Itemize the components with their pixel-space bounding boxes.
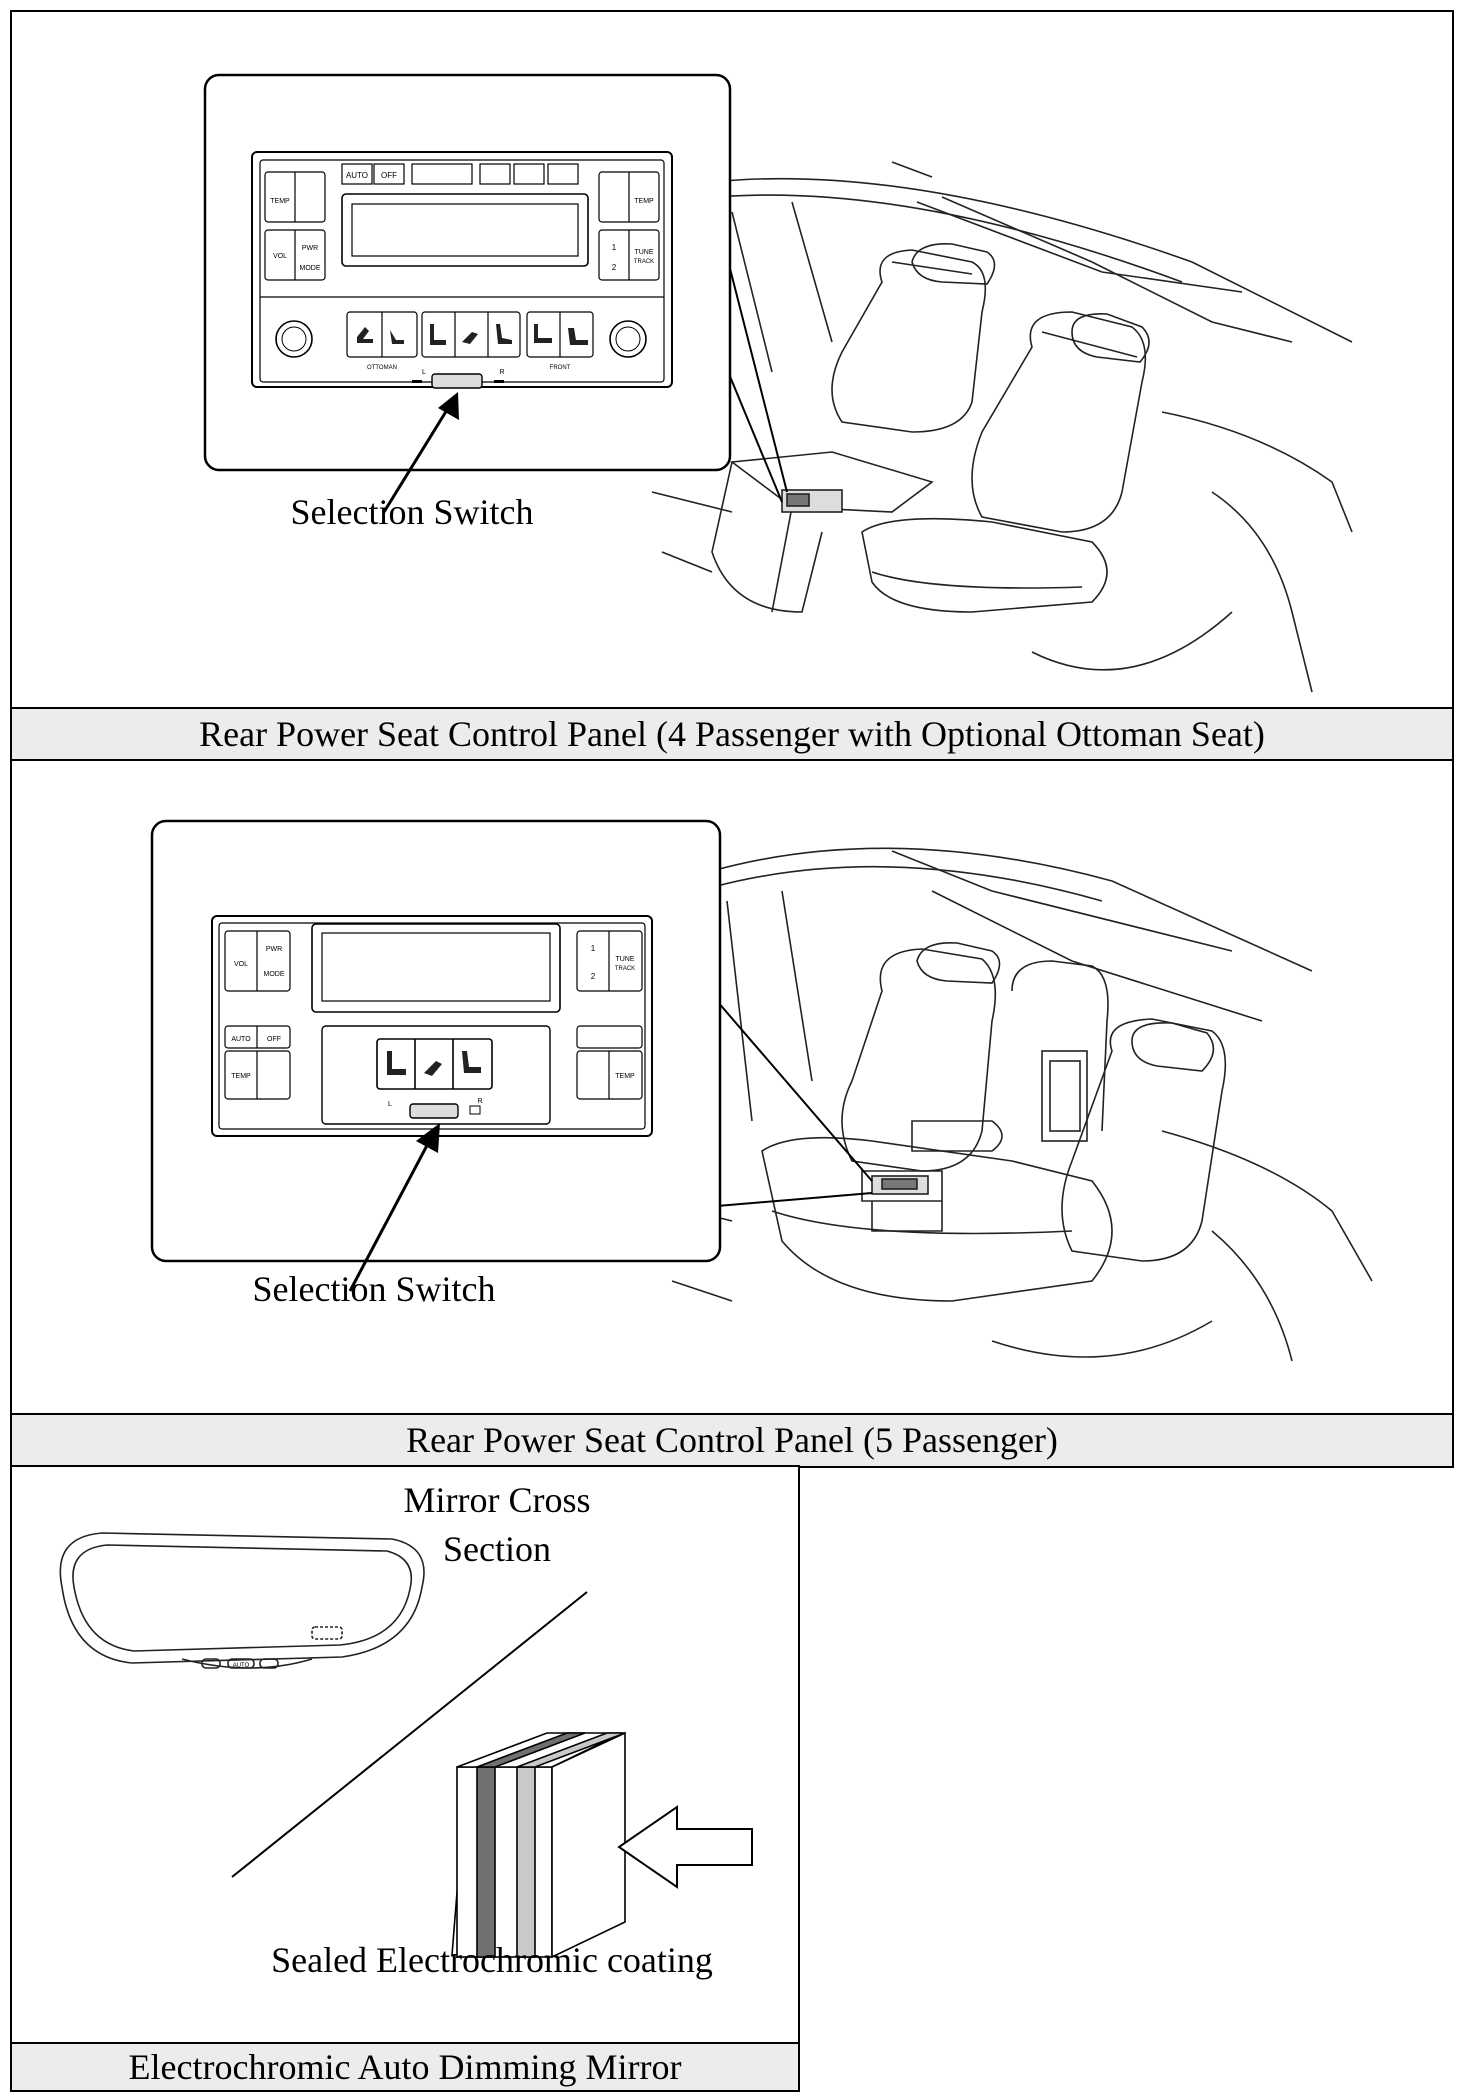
coating-label: Sealed Electrochromic coating (271, 1940, 713, 1980)
tune-label: TUNE (634, 249, 653, 256)
selection-r-label-2: R (477, 1098, 482, 1105)
disc-2-label-2: 2 (591, 972, 596, 981)
temp-left-label-2: TEMP (231, 1073, 251, 1080)
arrow-head-1 (438, 392, 459, 420)
mirror-auto-button[interactable] (227, 1658, 255, 1669)
auto-label-2: AUTO (231, 1036, 251, 1043)
car-interior-drawing-2 (651, 847, 1373, 1362)
off-button-label: OFF (381, 171, 397, 180)
rear-control-panel-2: VOL PWR MODE 1 2 TUNE TRACK AUTO OFF TEM… (211, 915, 653, 1137)
rear-control-panel-1: AUTO OFF TEMP TEMP VOL PWR MODE 1 2 TUNE… (251, 151, 673, 389)
panel-mirror: AUTO Mirror Cross Section Sealed Electro… (10, 1465, 800, 2045)
selection-switch-1[interactable] (431, 373, 483, 389)
ottoman-label: OTTOMAN (367, 365, 397, 371)
pwr-label-2: PWR (266, 946, 282, 953)
disc-1-label: 1 (612, 243, 617, 252)
arrow-head-2 (416, 1123, 440, 1153)
selection-switch-label-1: Selection Switch (291, 492, 534, 532)
vol-label-2: VOL (234, 961, 248, 968)
panel-5-passenger-illustration: VOL PWR MODE 1 2 TUNE TRACK AUTO OFF TEM… (150, 819, 1373, 1362)
auto-button-label: AUTO (346, 171, 368, 180)
selection-l-label-2: L (388, 1101, 392, 1108)
track-label: TRACK (634, 259, 654, 265)
panel-5-passenger: VOL PWR MODE 1 2 TUNE TRACK AUTO OFF TEM… (10, 759, 1454, 1416)
temp-right-label-2: TEMP (615, 1073, 635, 1080)
temp-right-label: TEMP (634, 198, 654, 205)
caption-4-passenger: Rear Power Seat Control Panel (4 Passeng… (10, 707, 1454, 762)
pwr-label: PWR (302, 245, 318, 252)
mirror-cross-section-label-1: Mirror Cross (404, 1480, 591, 1520)
off-label-2: OFF (267, 1036, 281, 1043)
tune-label-2: TUNE (615, 956, 634, 963)
mirror-auto-label: AUTO (233, 1663, 250, 1669)
caption-mirror: Electrochromic Auto Dimming Mirror (10, 2042, 800, 2092)
mirror-illustration: AUTO Mirror Cross Section Sealed Electro… (59, 1480, 753, 1980)
mode-label: MODE (300, 265, 321, 272)
vol-label: VOL (273, 253, 287, 260)
front-label: FRONT (550, 365, 571, 371)
panel-4-passenger: AUTO OFF TEMP TEMP VOL PWR MODE 1 2 TUNE… (10, 10, 1454, 710)
mirror-layer-block (451, 1731, 626, 1959)
mirror-left-button[interactable] (201, 1658, 221, 1669)
disc-1-label-2: 1 (591, 944, 596, 953)
mirror-right-button[interactable] (259, 1658, 279, 1669)
selection-switch-label-2: Selection Switch (253, 1269, 496, 1309)
selection-switch-2[interactable] (409, 1103, 459, 1119)
temp-left-label: TEMP (270, 198, 290, 205)
rear-view-mirror (59, 1532, 425, 1669)
coating-arrow (617, 1805, 753, 1889)
disc-2-label: 2 (612, 263, 617, 272)
mirror-cross-section-label-2: Section (443, 1529, 551, 1569)
car-interior-drawing-1 (651, 161, 1353, 693)
selection-r-label: R (499, 369, 504, 376)
mode-label-2: MODE (264, 971, 285, 978)
caption-5-passenger: Rear Power Seat Control Panel (5 Passeng… (10, 1413, 1454, 1468)
selection-l-label: L (422, 369, 426, 376)
panel-4-passenger-illustration: AUTO OFF TEMP TEMP VOL PWR MODE 1 2 TUNE… (203, 73, 1353, 693)
track-label-2: TRACK (615, 966, 635, 972)
